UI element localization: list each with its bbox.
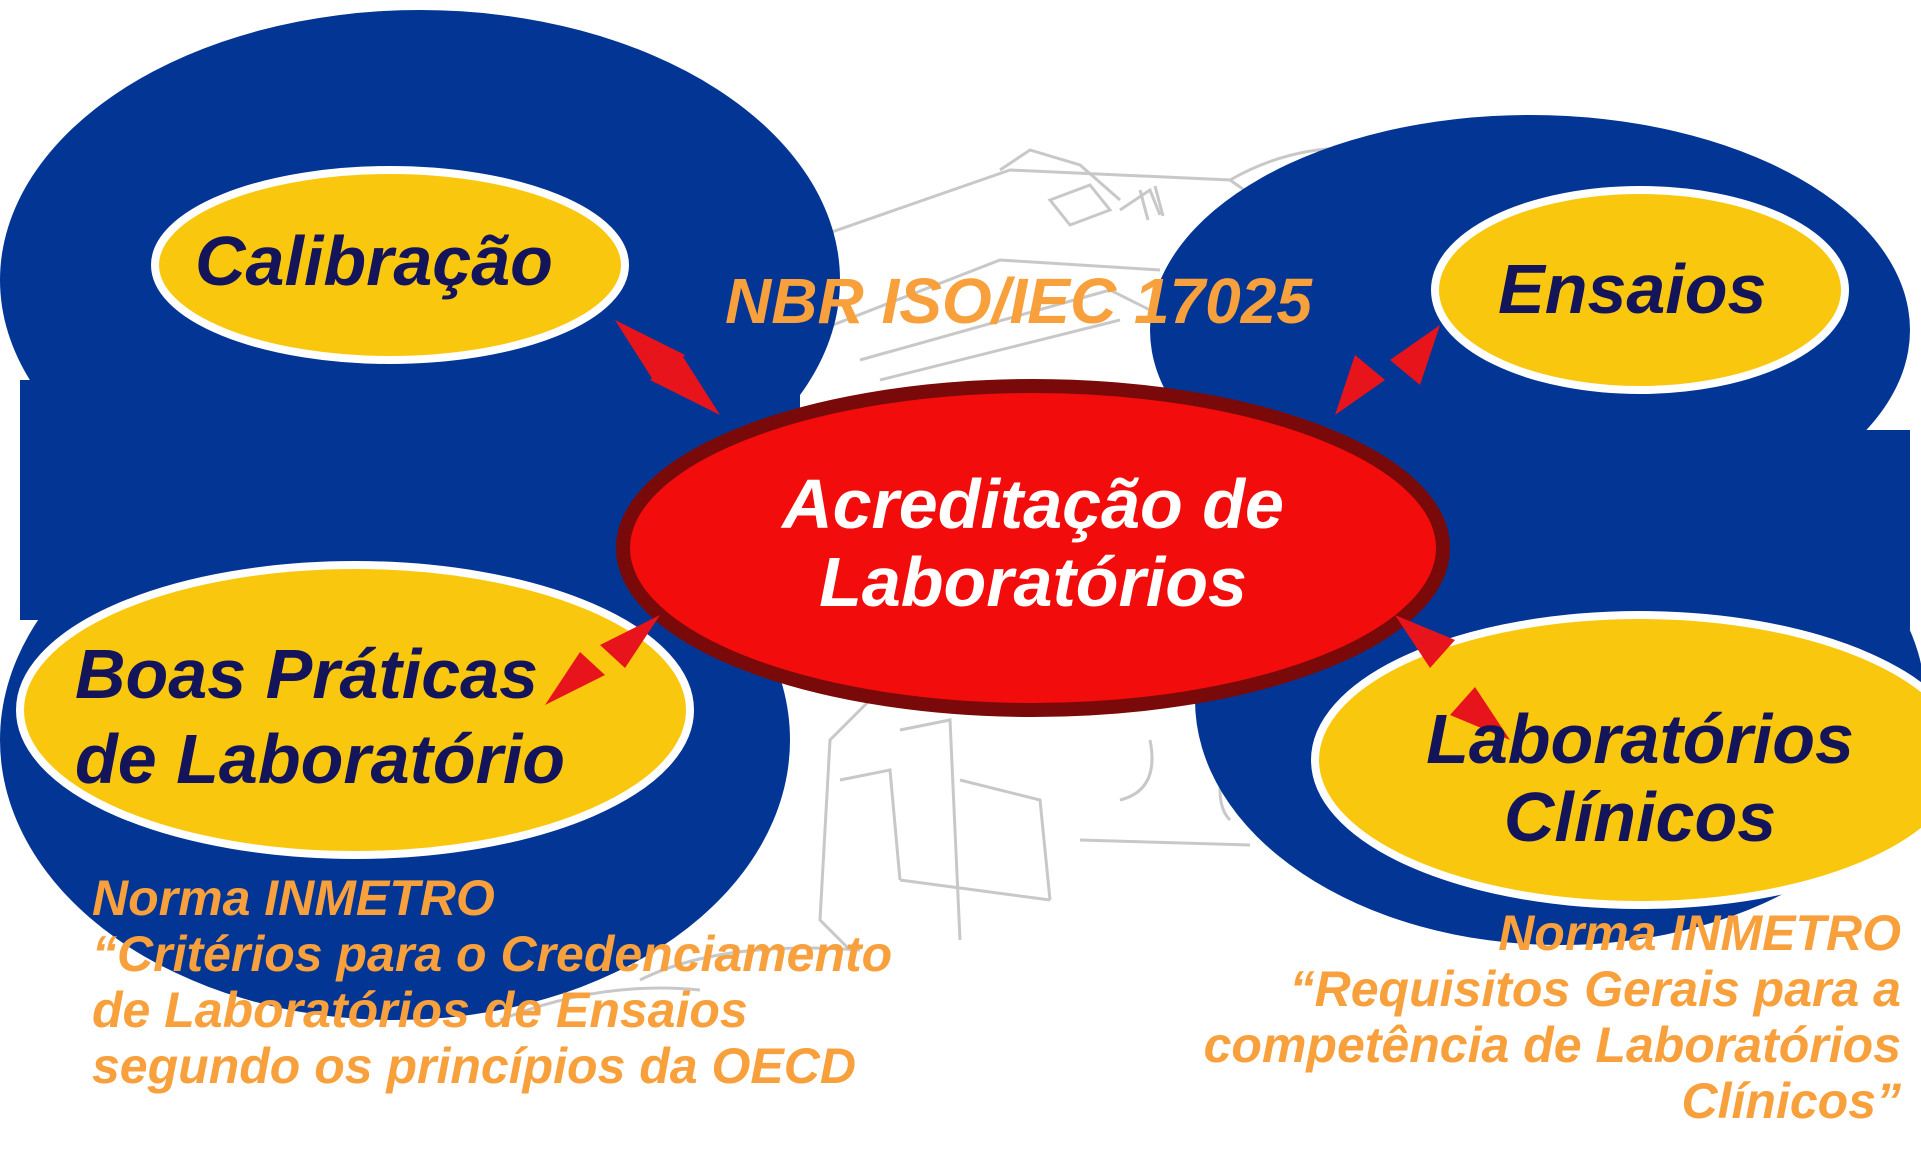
left-note-line4: segundo os princípios da OECD [92, 1038, 856, 1094]
lab-clinicos-label-line1: Laboratórios [1426, 700, 1854, 778]
left-note-line1: Norma INMETRO [92, 870, 495, 926]
arrow-calibracao-icon [615, 320, 720, 415]
lab-clinicos-node[interactable] [1311, 611, 1921, 909]
left-note-line3: de Laboratórios de Ensaios [92, 982, 748, 1038]
ensaios-node[interactable] [1431, 186, 1849, 394]
calibracao-label: Calibração [195, 222, 553, 300]
arrow-boas-praticas-icon [545, 615, 660, 705]
boas-praticas-node[interactable] [16, 561, 694, 859]
acreditacao-center-node[interactable] [616, 379, 1450, 717]
arrow-lab-clinicos-icon [1395, 615, 1510, 740]
boas-praticas-label-line1: Boas Práticas [75, 635, 539, 713]
boas-praticas-label-line2: de Laboratório [75, 720, 566, 798]
center-label: Acreditação de Laboratórios [683, 465, 1383, 622]
left-note: Norma INMETRO “Critérios para o Credenci… [92, 870, 892, 1094]
lab-clinicos-label-line2: Clínicos [1503, 778, 1777, 857]
left-note-line2: “Critérios para o Credenciamento [92, 926, 893, 982]
ensaios-label: Ensaios [1498, 250, 1767, 328]
right-note-line4: Clínicos” [1681, 1073, 1901, 1129]
right-note-line2: “Requisitos Gerais para a [1289, 961, 1901, 1017]
lab-clinicos-label: Laboratórios Clínicos [1380, 700, 1900, 857]
right-note: Norma INMETRO “Requisitos Gerais para a … [1204, 905, 1901, 1129]
center-label-line2: Laboratórios [819, 543, 1247, 622]
building-sketch-watermark [499, 146, 1841, 1022]
standard-title: NBR ISO/IEC 17025 [725, 265, 1312, 337]
right-note-line1: Norma INMETRO [1498, 905, 1901, 961]
right-note-line3: competência de Laboratórios [1203, 1017, 1901, 1073]
center-label-line1: Acreditação de [782, 465, 1284, 543]
calibracao-node[interactable] [151, 166, 629, 364]
arrow-ensaios-icon [1335, 325, 1440, 415]
